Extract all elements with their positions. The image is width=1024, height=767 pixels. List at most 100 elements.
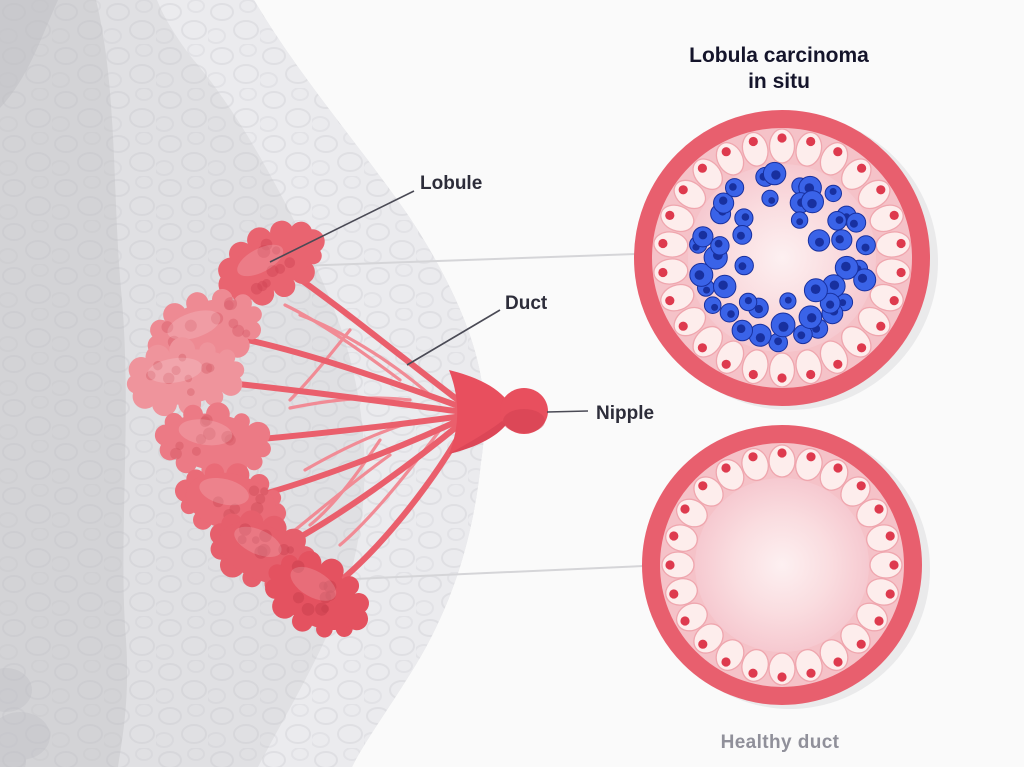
- tumor-cell-nucleus: [738, 262, 747, 271]
- cell-nucleus: [806, 668, 816, 678]
- cell-nucleus: [658, 267, 668, 278]
- cell-nucleus: [680, 504, 690, 514]
- cell-nucleus: [669, 589, 679, 599]
- cell-nucleus: [896, 267, 906, 278]
- cell-nucleus: [669, 531, 679, 541]
- cell-nucleus: [697, 163, 708, 173]
- epithelial-cell: [653, 258, 689, 285]
- tumor-cell-nucleus: [784, 296, 792, 304]
- cell-nucleus: [833, 463, 843, 473]
- tumor-cell-nucleus: [719, 196, 728, 205]
- cell-nucleus: [721, 657, 731, 667]
- tumor-cell-nucleus: [849, 219, 858, 228]
- cell-nucleus: [833, 657, 843, 667]
- carcinoma-duct-cross-section: [634, 110, 938, 410]
- tumor-cell-nucleus: [755, 333, 766, 343]
- cell-nucleus: [678, 185, 688, 195]
- cell-nucleus: [876, 321, 886, 331]
- nipple-shape: [449, 370, 548, 454]
- tumor-cell-nucleus: [778, 321, 789, 332]
- cell-nucleus: [748, 369, 758, 380]
- cell-nucleus: [896, 238, 906, 249]
- cell-nucleus: [806, 136, 816, 147]
- cell-nucleus: [806, 452, 816, 462]
- tumor-cell-nucleus: [703, 286, 711, 294]
- tumor-cell-nucleus: [774, 337, 782, 346]
- label-lobule: Lobule: [420, 173, 482, 194]
- tumor-cell-nucleus: [796, 218, 804, 226]
- cell-nucleus: [777, 448, 787, 458]
- epithelial-cell: [875, 231, 911, 258]
- epithelial-cell: [768, 128, 796, 164]
- cell-nucleus: [721, 147, 731, 157]
- tumor-cell-nucleus: [727, 310, 735, 318]
- epithelial-cell: [768, 352, 796, 388]
- connector-line-lobule-to-carcinoma: [297, 253, 637, 267]
- cell-nucleus: [874, 616, 884, 626]
- cell-nucleus: [721, 359, 731, 369]
- lobule-cluster: [265, 550, 370, 638]
- tumor-cell-nucleus: [810, 284, 821, 295]
- cell-nucleus: [721, 463, 731, 473]
- epithelial-cell: [768, 444, 796, 478]
- cell-nucleus: [748, 452, 758, 462]
- tumor-cell-nucleus: [729, 183, 737, 191]
- cell-nucleus: [876, 185, 886, 195]
- cell-nucleus: [806, 369, 816, 380]
- label-nipple: Nipple: [596, 403, 654, 424]
- epithelial-cell: [653, 231, 689, 258]
- epithelial-cell: [661, 551, 695, 579]
- label-healthy-duct: Healthy duct: [721, 732, 840, 753]
- epithelial-cell-ring: [661, 444, 903, 686]
- tumor-cell-nucleus: [807, 198, 817, 209]
- cell-nucleus: [833, 359, 843, 369]
- tumor-cell-nucleus: [771, 170, 781, 180]
- tumor-cell-nucleus: [714, 239, 723, 248]
- carcinoma-title-line2: in situ: [748, 70, 810, 93]
- cell-nucleus: [777, 672, 787, 682]
- cell-nucleus: [889, 560, 899, 570]
- tumor-cell-nucleus: [736, 324, 746, 334]
- tumor-cell-nucleus: [829, 188, 837, 195]
- cell-nucleus: [680, 616, 690, 626]
- tumor-cell-nucleus: [861, 243, 870, 252]
- tumor-cell-nucleus: [826, 300, 835, 309]
- cell-nucleus: [658, 238, 668, 249]
- cell-nucleus: [885, 589, 895, 599]
- tumor-cell-nucleus: [768, 197, 776, 204]
- leader-line-nipple: [546, 410, 589, 413]
- cell-nucleus: [874, 504, 884, 514]
- cell-nucleus: [833, 147, 843, 157]
- cell-nucleus: [857, 163, 867, 173]
- label-duct: Duct: [505, 293, 548, 314]
- cell-nucleus: [777, 373, 787, 383]
- cell-nucleus: [856, 639, 866, 649]
- leader-line-lobule: [269, 190, 415, 263]
- cell-nucleus: [777, 133, 787, 143]
- tumor-cell-nucleus: [797, 331, 806, 340]
- tumor-cell-nucleus: [841, 261, 851, 272]
- epithelial-cell-ring: [653, 128, 911, 388]
- cell-nucleus: [665, 560, 675, 570]
- tumor-cell-nucleus: [839, 299, 847, 307]
- carcinoma-title-line1: Lobula carcinoma: [689, 44, 869, 67]
- cell-nucleus: [748, 668, 758, 678]
- tumor-cell-nucleus: [711, 303, 719, 311]
- cell-nucleus: [748, 136, 758, 147]
- cell-nucleus: [698, 481, 708, 491]
- connector-line-duct-to-healthy: [331, 565, 645, 581]
- tumor-cell-nucleus: [829, 280, 840, 290]
- tumor-cell-nucleus: [754, 304, 764, 314]
- cell-nucleus: [678, 321, 688, 331]
- lobule-clusters: [126, 220, 370, 638]
- tumor-cell-nucleus: [718, 280, 728, 290]
- tumor-cell-nucleus: [741, 213, 750, 221]
- tumor-cell-nucleus: [807, 313, 817, 323]
- tumor-cell-nucleus: [694, 270, 705, 280]
- cell-nucleus: [889, 210, 899, 220]
- tumor-cell-nucleus: [815, 237, 824, 247]
- cell-nucleus: [857, 343, 867, 353]
- healthy-duct-cross-section: [642, 425, 930, 709]
- epithelial-cell: [869, 551, 903, 579]
